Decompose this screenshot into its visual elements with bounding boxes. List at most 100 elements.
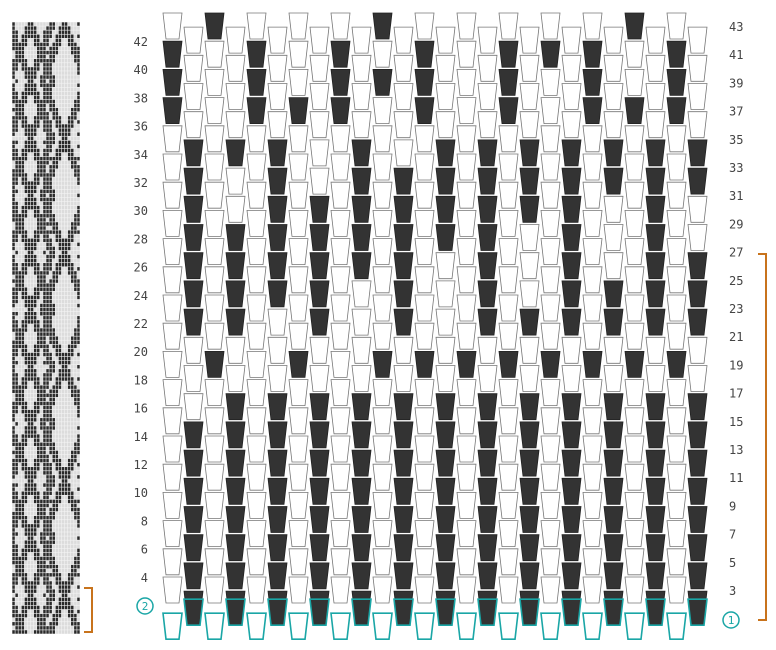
preview-dot (12, 34, 15, 39)
preview-dot (43, 258, 46, 263)
preview-dot (71, 401, 74, 406)
preview-dot (67, 544, 71, 549)
bead (393, 477, 414, 505)
preview-dot (55, 413, 59, 418)
preview-dot (40, 263, 43, 267)
preview-dot (37, 491, 40, 495)
preview-dot (15, 438, 18, 442)
row-number-left: 6 (141, 543, 148, 557)
preview-dot (77, 79, 80, 83)
preview-dot (58, 622, 62, 626)
preview-dot (33, 275, 37, 279)
preview-dot (43, 291, 46, 296)
preview-dot (61, 99, 65, 104)
preview-dot (58, 112, 62, 116)
preview-dot (49, 165, 52, 169)
bead (603, 534, 624, 562)
preview-dot (74, 185, 77, 189)
preview-dot (74, 454, 77, 459)
bead (435, 195, 456, 223)
bead (540, 125, 561, 153)
preview-dot (55, 617, 59, 622)
row-number-left: 36 (134, 120, 148, 134)
preview-dot (77, 161, 80, 165)
preview-dot (12, 593, 15, 597)
base-bead (225, 598, 246, 626)
preview-dot (30, 107, 34, 112)
preview-dot (40, 71, 43, 75)
preview-dot (67, 573, 71, 577)
preview-dot (67, 430, 71, 434)
bead (372, 12, 393, 40)
preview-dot (49, 450, 52, 455)
preview-dot (30, 385, 34, 389)
preview-dot (64, 226, 68, 230)
preview-dot (37, 336, 40, 340)
preview-dot (46, 328, 49, 332)
preview-dot (52, 581, 55, 585)
preview-dot (61, 605, 65, 610)
preview-dot (40, 352, 43, 357)
preview-dot (30, 226, 34, 230)
preview-dot (46, 483, 49, 487)
bead (498, 548, 519, 576)
preview-dot (40, 540, 43, 544)
preview-dot (43, 54, 46, 59)
preview-dot (18, 197, 21, 202)
preview-dot (24, 218, 28, 222)
bead (204, 379, 225, 406)
preview-dot (27, 144, 31, 149)
preview-dot (64, 107, 68, 112)
preview-dot (12, 116, 15, 120)
preview-dot (33, 218, 37, 222)
bead (330, 153, 351, 181)
preview-dot (67, 605, 71, 610)
preview-dot (27, 438, 31, 442)
preview-dot (43, 385, 46, 389)
row-number-right: 9 (729, 499, 736, 513)
preview-dot (77, 214, 80, 218)
preview-dot (15, 622, 18, 626)
preview-dot (21, 87, 25, 92)
preview-dot (71, 112, 74, 116)
preview-dot (37, 548, 40, 553)
preview-dot (33, 181, 37, 185)
preview-dot (49, 99, 52, 104)
preview-dot (43, 316, 46, 320)
preview-dot (64, 112, 68, 116)
preview-dot (61, 112, 65, 116)
preview-dot (71, 393, 74, 398)
preview-dot (77, 573, 80, 577)
row-number-right: 31 (729, 189, 743, 203)
preview-dot (43, 352, 46, 357)
preview-dot (21, 589, 25, 593)
preview-dot (27, 226, 31, 230)
preview-dot (12, 263, 15, 267)
preview-dot (52, 112, 55, 116)
preview-dot (18, 413, 21, 418)
bead (582, 12, 603, 40)
base-bead (330, 612, 351, 640)
preview-dot (67, 234, 71, 238)
preview-dot (12, 499, 15, 504)
preview-dot (55, 377, 59, 381)
preview-dot (37, 181, 40, 185)
preview-dot (71, 413, 74, 418)
preview-dot (21, 287, 25, 291)
preview-dot (15, 593, 18, 597)
preview-dot (74, 258, 77, 263)
preview-dot (52, 107, 55, 112)
preview-dot (55, 450, 59, 455)
preview-dot (71, 316, 74, 320)
preview-dot (52, 422, 55, 426)
preview-dot (74, 507, 77, 512)
preview-dot (40, 54, 43, 59)
preview-dot (55, 511, 59, 516)
preview-dot (52, 487, 55, 491)
row-number-left: 14 (134, 430, 148, 444)
preview-dot (46, 71, 49, 75)
preview-dot (27, 373, 31, 377)
preview-dot (58, 605, 62, 610)
preview-dot (49, 103, 52, 108)
preview-dot (30, 495, 34, 500)
